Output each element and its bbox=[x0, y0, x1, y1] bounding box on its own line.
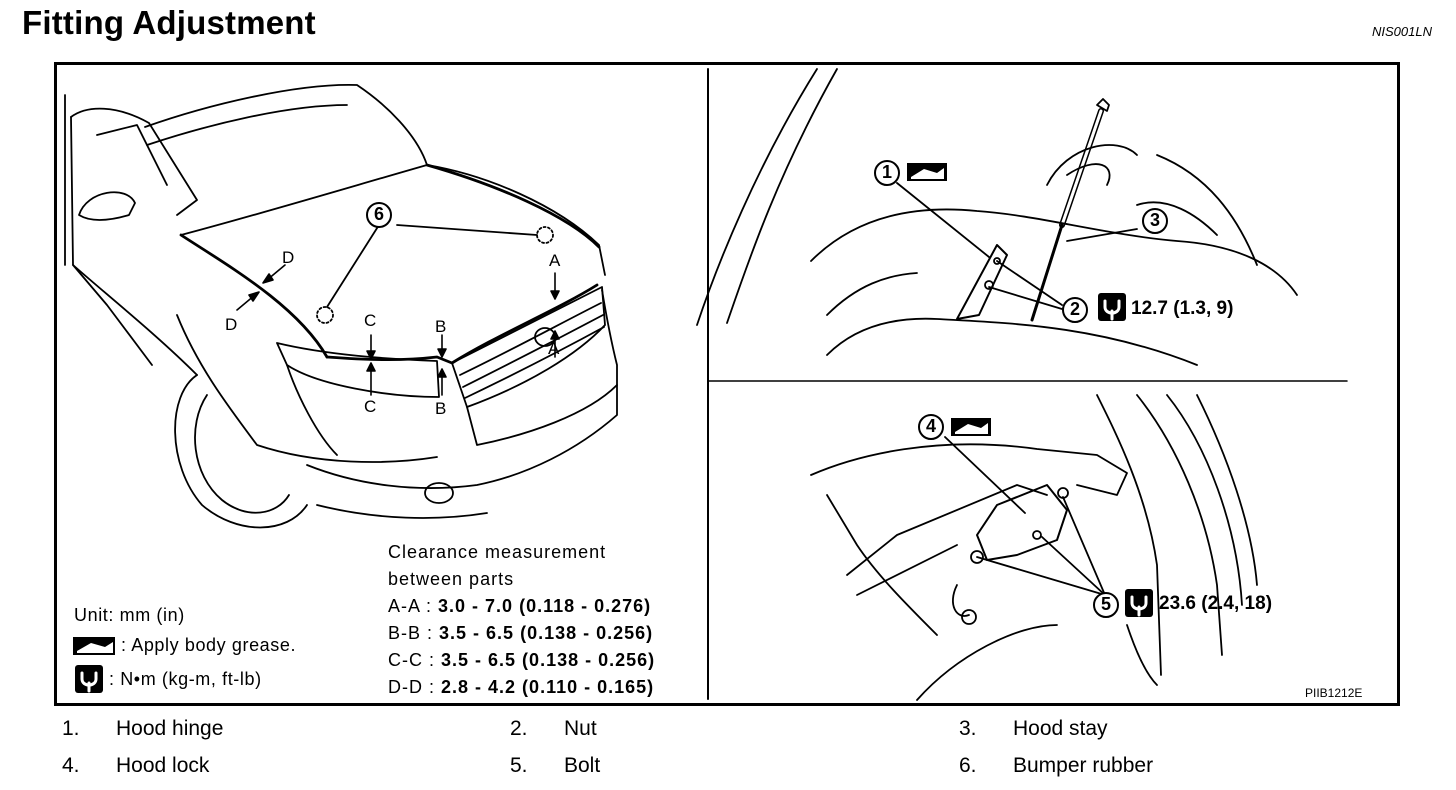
callout-3: 3 bbox=[1142, 208, 1168, 234]
clearance-heading-2: between parts bbox=[388, 569, 515, 589]
callout-4: 4 bbox=[918, 414, 944, 440]
body-grease-icon bbox=[73, 637, 115, 655]
unit-label: Unit: mm (in) bbox=[74, 605, 185, 625]
parts-list-name: Hood hinge bbox=[116, 717, 224, 740]
hood-hinge-drawing bbox=[696, 68, 1298, 366]
parts-list-num: 5. bbox=[510, 754, 528, 777]
gap-letter-d-top: D bbox=[282, 248, 295, 267]
hood-lock-drawing bbox=[810, 394, 1258, 701]
gap-letter-b-top: B bbox=[435, 317, 447, 336]
gap-letter-c-top: C bbox=[364, 311, 377, 330]
torque-wrench-icon bbox=[1098, 293, 1126, 321]
callout-1: 1 bbox=[874, 160, 900, 186]
callout-5: 5 bbox=[1093, 592, 1119, 618]
clearance-row: C-C : 3.5 - 6.5 (0.138 - 0.256) bbox=[388, 650, 656, 670]
parts-list-num: 3. bbox=[959, 717, 977, 740]
parts-list-num: 1. bbox=[62, 717, 80, 740]
body-grease-icon bbox=[907, 163, 947, 181]
gap-letter-c-bottom: C bbox=[364, 397, 377, 416]
parts-list-num: 2. bbox=[510, 717, 528, 740]
car-front-drawing bbox=[64, 84, 618, 529]
body-grease-icon bbox=[951, 418, 991, 436]
parts-list-name: Hood lock bbox=[116, 754, 210, 777]
parts-list-name: Bolt bbox=[564, 754, 601, 777]
callout-6: 6 bbox=[366, 202, 392, 228]
gap-letter-d-bottom: D bbox=[225, 315, 238, 334]
parts-list-num: 4. bbox=[62, 754, 80, 777]
grease-legend-label: : Apply body grease. bbox=[121, 635, 297, 655]
torque-wrench-icon bbox=[75, 665, 103, 693]
parts-list-num: 6. bbox=[959, 754, 977, 777]
page-title: Fitting Adjustment bbox=[22, 4, 316, 41]
clearance-row: A-A : 3.0 - 7.0 (0.118 - 0.276) bbox=[388, 596, 652, 616]
clearance-heading-1: Clearance measurement bbox=[388, 542, 607, 562]
clearance-row: B-B : 3.5 - 6.5 (0.138 - 0.256) bbox=[388, 623, 654, 643]
parts-list-name: Nut bbox=[564, 717, 597, 740]
bolt-torque-value: 23.6 (2.4, 18) bbox=[1159, 593, 1273, 614]
clearance-row: D-D : 2.8 - 4.2 (0.110 - 0.165) bbox=[388, 677, 655, 697]
document-id: NIS001LN bbox=[1372, 24, 1432, 39]
figure-id: PIIB1212E bbox=[1305, 686, 1363, 700]
nut-torque-value: 12.7 (1.3, 9) bbox=[1131, 298, 1234, 319]
callout-2: 2 bbox=[1062, 297, 1088, 323]
parts-list-name: Hood stay bbox=[1013, 717, 1108, 740]
gap-letter-a-top: A bbox=[549, 251, 561, 270]
line-art bbox=[64, 68, 1348, 701]
parts-list-name: Bumper rubber bbox=[1013, 754, 1154, 777]
gap-letter-b-bottom: B bbox=[435, 399, 447, 418]
torque-wrench-icon bbox=[1125, 589, 1153, 617]
gap-letter-a-bottom: A bbox=[548, 339, 560, 358]
torque-unit-legend-label: : N•m (kg-m, ft-lb) bbox=[109, 669, 262, 689]
figure-frame: A A B B C C D D 1 2 3 4 5 6 12.7 (1.3, 9… bbox=[54, 62, 1400, 706]
